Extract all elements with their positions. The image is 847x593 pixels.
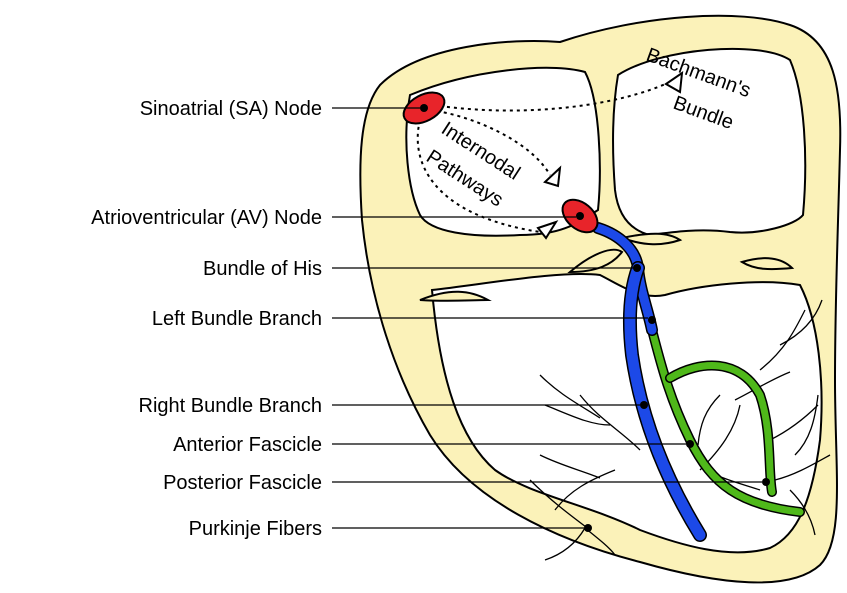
label-av-node: Atrioventricular (AV) Node — [91, 207, 322, 229]
label-purkinje-fibers: Purkinje Fibers — [189, 518, 322, 540]
label-anterior-fascicle: Anterior Fascicle — [173, 434, 322, 456]
label-bundle-of-his: Bundle of His — [203, 258, 322, 280]
label-sa-node: Sinoatrial (SA) Node — [140, 98, 322, 120]
label-left-bundle-branch: Left Bundle Branch — [152, 308, 322, 330]
label-posterior-fascicle: Posterior Fascicle — [163, 472, 322, 494]
label-right-bundle-branch: Right Bundle Branch — [139, 395, 322, 417]
